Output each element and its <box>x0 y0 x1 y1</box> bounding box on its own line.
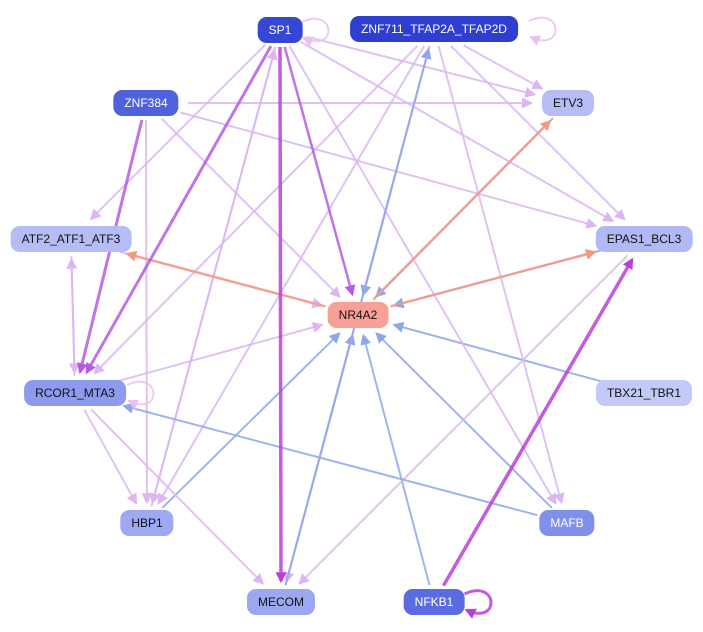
node-SP1[interactable]: SP1 <box>257 17 303 43</box>
node-ETV3[interactable]: ETV3 <box>541 90 595 116</box>
node-TBX21_TBR1[interactable]: TBX21_TBR1 <box>595 380 693 406</box>
node-EPAS1_BCL3[interactable]: EPAS1_BCL3 <box>595 226 693 252</box>
edge-ZNF711_TFAP2A_TFAP2D-ZNF711_TFAP2A_TFAP2D <box>528 16 557 46</box>
edge-SP1-MECOM <box>275 46 287 584</box>
node-MECOM[interactable]: MECOM <box>247 589 315 615</box>
edge-TBX21_TBR1-NR4A2 <box>392 322 602 383</box>
edge-NFKB1-EPAS1_BCL3 <box>441 257 634 587</box>
edge-NR4A2-EPAS1_BCL3 <box>390 249 597 308</box>
edge-RCOR1_MTA3-HBP1 <box>83 409 137 505</box>
edge-HBP1-NR4A2 <box>161 332 341 509</box>
node-ZNF384[interactable]: ZNF384 <box>113 90 179 116</box>
edge-NR4A2-ATF2_ATF1_ATF3 <box>125 250 326 308</box>
node-ZNF711_TFAP2A_TFAP2D[interactable]: ZNF711_TFAP2A_TFAP2D <box>350 16 518 42</box>
edge-MAFB-NR4A2 <box>375 332 553 509</box>
node-HBP1[interactable]: HBP1 <box>120 510 174 536</box>
edge-RCOR1_MTA3-MECOM <box>90 408 265 585</box>
edge-SP1-SP1 <box>301 17 330 47</box>
node-NFKB1[interactable]: NFKB1 <box>403 589 465 615</box>
edge-ZNF384-EPAS1_BCL3 <box>180 111 598 229</box>
edge-RCOR1_MTA3-NR4A2 <box>117 322 324 383</box>
edge-NR4A2-ETV3 <box>372 119 552 301</box>
edge-ZNF711_TFAP2A_TFAP2D-MAFB <box>437 45 565 505</box>
node-ATF2_ATF1_ATF3[interactable]: ATF2_ATF1_ATF3 <box>10 226 132 252</box>
edge-ZNF711_TFAP2A_TFAP2D-ETV3 <box>463 44 544 90</box>
edge-SP1-ETV3 <box>306 35 537 98</box>
node-NR4A2[interactable]: NR4A2 <box>327 302 389 328</box>
edge-SP1-MAFB <box>288 45 557 505</box>
node-RCOR1_MTA3[interactable]: RCOR1_MTA3 <box>24 380 126 406</box>
edge-ZNF384-HBP1 <box>141 119 153 505</box>
edge-SP1-NR4A2 <box>283 46 356 297</box>
edge-ZNF711_TFAP2A_TFAP2D-HBP1 <box>157 45 426 505</box>
edge-SP1-RCOR1_MTA3 <box>85 45 273 375</box>
edge-ATF2_ATF1_ATF3-RCOR1_MTA3 <box>68 255 80 375</box>
edge-EPAS1_BCL3-MECOM <box>298 254 629 585</box>
edge-NFKB1-NFKB1 <box>463 589 493 619</box>
edge-SP1-ATF2_ATF1_ATF3 <box>89 43 267 221</box>
edge-ZNF384-NR4A2 <box>160 117 341 298</box>
node-MAFB[interactable]: MAFB <box>539 510 595 536</box>
edge-NFKB1-NR4A2 <box>360 333 431 586</box>
edge-ZNF711_TFAP2A_TFAP2D-RCOR1_MTA3 <box>93 45 419 375</box>
edge-HBP1-SP1 <box>150 48 278 507</box>
edge-SP1-EPAS1_BCL3 <box>300 41 615 222</box>
edge-MAFB-RCOR1_MTA3 <box>122 402 538 517</box>
edge-RCOR1_MTA3-RCOR1_MTA3 <box>126 380 155 410</box>
